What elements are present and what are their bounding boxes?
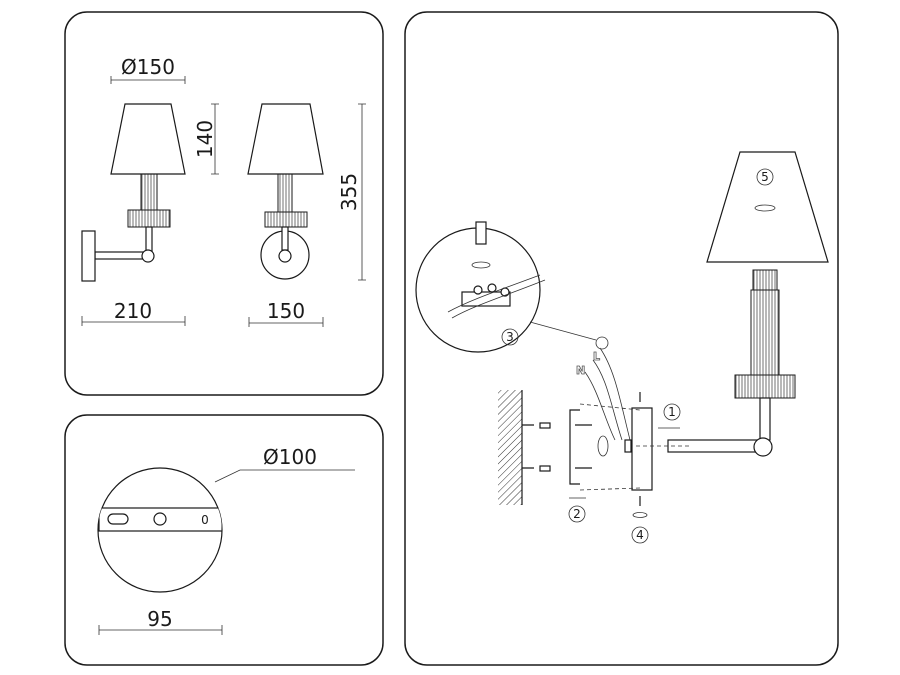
plate-mark-label: 0 — [201, 513, 209, 527]
dimension-total-height: 355 — [337, 103, 366, 281]
wire-live-label: L — [593, 350, 600, 363]
terminal-detail-callout: 3 — [415, 221, 597, 353]
wall-mount-assembly: L N — [498, 336, 690, 518]
step-1-label: 1 — [668, 405, 676, 419]
total-height-label: 355 — [337, 173, 361, 211]
step-5-label: 5 — [761, 170, 769, 184]
step-markers: 1 2 4 — [568, 403, 681, 544]
dimension-width: 150 — [248, 299, 324, 327]
mounting-plate-drawing: 0 Ø100 95 — [97, 445, 355, 635]
plate-bar-label: 95 — [147, 607, 172, 631]
dimension-shade-diameter: Ø150 — [110, 55, 186, 84]
shade-height-label: 140 — [193, 120, 217, 158]
front-view-lamp — [247, 103, 324, 280]
plate-diameter-label: Ø100 — [263, 445, 317, 469]
width-label: 150 — [267, 299, 305, 323]
side-view-lamp — [81, 103, 186, 282]
dimension-projection: 210 — [81, 299, 186, 326]
projection-label: 210 — [114, 299, 152, 323]
shade-diameter-label: Ø150 — [121, 55, 175, 79]
wire-neutral-label: N — [576, 364, 585, 377]
installation-lamp: 5 — [667, 151, 829, 457]
dimension-shade-height: 140 — [193, 103, 219, 175]
dimensions-panel — [64, 11, 384, 396]
step-4-label: 4 — [636, 528, 644, 542]
step-2-label: 2 — [573, 507, 581, 521]
step-3-label: 3 — [506, 330, 514, 344]
ground-icon — [595, 336, 609, 350]
